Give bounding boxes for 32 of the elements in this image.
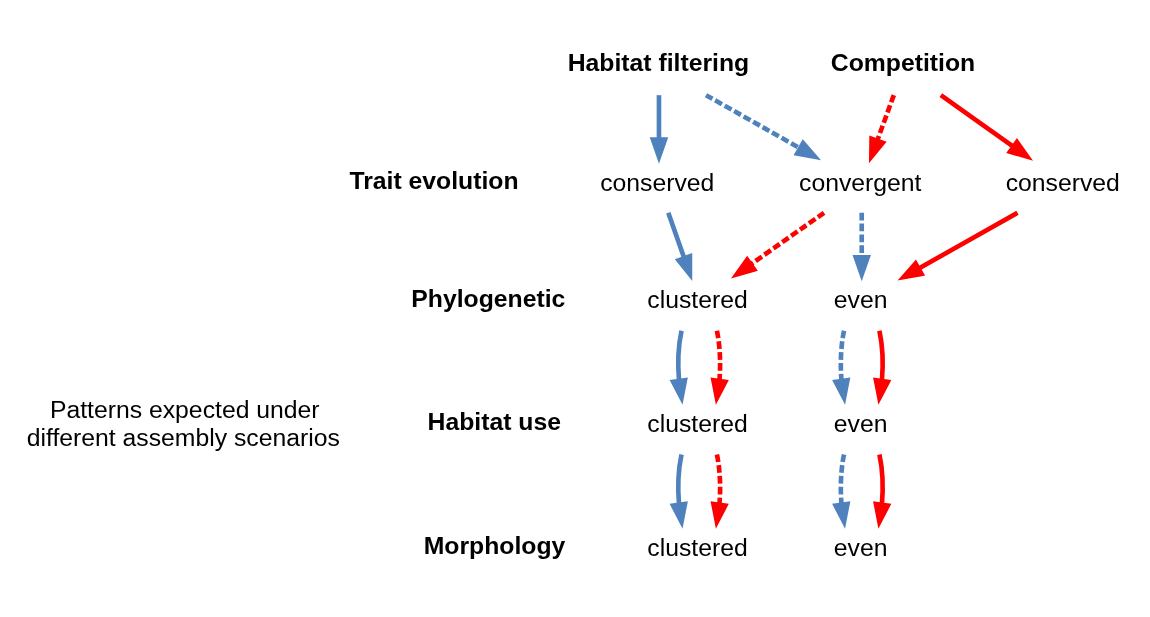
- node-text: conserved: [1005, 168, 1120, 196]
- arrow: [873, 330, 892, 405]
- arrow: [710, 330, 729, 405]
- arrow: [710, 454, 729, 529]
- arrow: [868, 94, 896, 164]
- node-text: clustered: [647, 286, 748, 314]
- label: Phylogenetic: [411, 284, 566, 312]
- arrow: [832, 454, 851, 529]
- arrow: [832, 330, 851, 405]
- arrow: [666, 212, 693, 281]
- label: Morphology: [423, 532, 566, 560]
- node-text: Competition: [830, 49, 976, 77]
- arrow: [669, 330, 688, 405]
- arrow: [852, 212, 871, 282]
- arrow: [704, 93, 822, 161]
- node-text: even: [833, 533, 888, 561]
- arrow: [730, 210, 826, 279]
- arrow: [897, 210, 1019, 281]
- arrow: [649, 95, 669, 164]
- node-text: even: [833, 410, 888, 438]
- label: Trait evolution: [349, 167, 519, 195]
- node-text: even: [833, 286, 888, 314]
- node-text: conserved: [600, 168, 715, 196]
- node-text: Habitat filtering: [567, 49, 750, 77]
- label: Patterns expected under different assembly scenarios: [26, 396, 340, 451]
- arrow: [939, 93, 1034, 161]
- node-text: clustered: [647, 533, 748, 561]
- arrow: [873, 454, 892, 529]
- node-text: clustered: [647, 410, 748, 438]
- label: Habitat use: [427, 408, 561, 436]
- node-text: convergent: [799, 168, 922, 196]
- arrow: [669, 454, 688, 529]
